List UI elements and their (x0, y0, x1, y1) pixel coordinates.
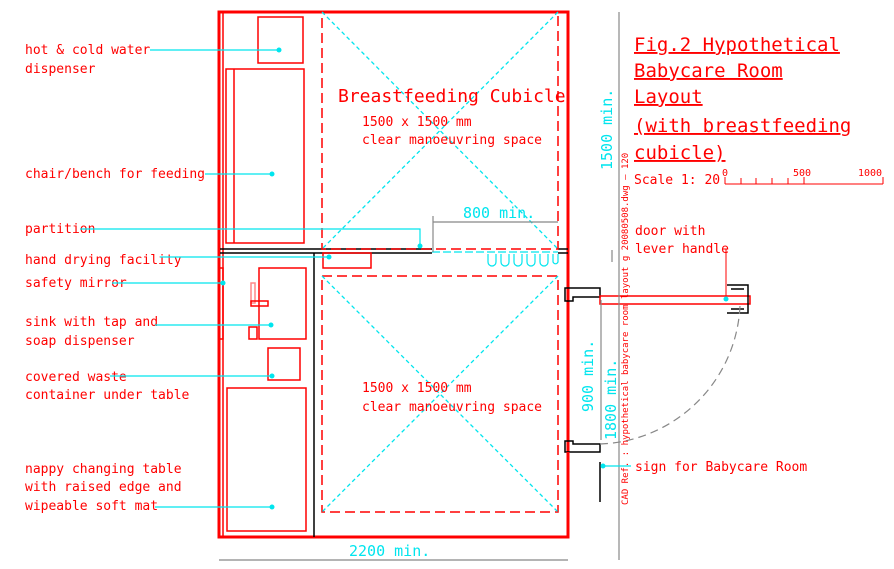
svg-text:sign for Babycare Room: sign for Babycare Room (635, 460, 807, 475)
svg-text:hot & cold water: hot & cold water (25, 43, 150, 58)
lower-clear-space (321, 275, 559, 513)
changing-table (226, 387, 307, 532)
upper-space-desc: clear manoeuvring space (362, 133, 542, 148)
svg-text:lever handle: lever handle (635, 242, 729, 257)
dim-2200: 2200 min. (349, 542, 430, 560)
svg-text:soap dispenser: soap dispenser (25, 334, 135, 349)
svg-text:wipeable soft mat: wipeable soft mat (25, 499, 158, 514)
svg-text:cubicle): cubicle) (634, 142, 726, 164)
waste-container (267, 347, 301, 381)
label-sink: sink with tap and soap dispenser (25, 315, 274, 349)
svg-text:container under table: container under table (25, 388, 190, 403)
hand-dryer (322, 252, 372, 269)
label-mirror: safety mirror (25, 276, 226, 291)
lever-handle-icon (727, 284, 749, 314)
lower-space-size: 1500 x 1500 mm (362, 381, 472, 396)
svg-text:Babycare Room: Babycare Room (634, 60, 783, 82)
safety-mirror (218, 267, 224, 340)
label-hand-drying: hand drying facility (25, 253, 332, 268)
scale-tick-1000: 1000 (858, 168, 882, 179)
svg-text:dispenser: dispenser (25, 62, 96, 77)
upper-clear-space (321, 11, 559, 250)
svg-text:partition: partition (25, 222, 95, 237)
dim-900: 900 min. (579, 340, 597, 412)
svg-text:nappy changing table: nappy changing table (25, 462, 182, 477)
svg-text:Layout: Layout (634, 86, 703, 108)
label-nappy-table: nappy changing table with raised edge an… (25, 462, 275, 514)
label-chair: chair/bench for feeding (25, 167, 275, 182)
sink (258, 267, 307, 340)
water-dispenser (257, 16, 304, 64)
dim-800: 800 min. (463, 204, 535, 222)
figure-title: Fig.2 Hypothetical Babycare Room Layout … (634, 34, 851, 164)
scale-label: Scale 1: 20 (634, 173, 720, 188)
svg-text:sink with tap and: sink with tap and (25, 315, 158, 330)
upper-space-size: 1500 x 1500 mm (362, 115, 472, 130)
door (564, 284, 751, 537)
svg-text:door with: door with (635, 224, 705, 239)
dim-1500: 1500 min. (598, 89, 616, 170)
label-water-dispenser: hot & cold water dispenser (25, 43, 282, 77)
feeding-bench (225, 68, 305, 244)
cad-reference: CAD Ref. : hypothetical babycare room la… (621, 153, 631, 505)
tap-icon (250, 282, 256, 304)
svg-text:safety mirror: safety mirror (25, 276, 127, 291)
label-sign: sign for Babycare Room (600, 460, 807, 475)
dim-1800: 1800 min. (602, 359, 620, 440)
label-door: door with lever handle (635, 224, 729, 302)
cubicle-title: Breastfeeding Cubicle (338, 86, 566, 107)
towel-loops (487, 254, 559, 267)
lower-space-desc: clear manoeuvring space (362, 400, 542, 415)
svg-text:chair/bench for feeding: chair/bench for feeding (25, 167, 205, 182)
svg-text:(with breastfeeding: (with breastfeeding (634, 115, 851, 137)
scale-tick-500: 500 (793, 168, 811, 179)
svg-text:with raised edge and: with raised edge and (25, 480, 182, 495)
tap-spout (250, 300, 269, 307)
scale-bar: 0 500 1000 (722, 168, 884, 185)
scale-tick-0: 0 (722, 168, 728, 179)
label-partition: partition (25, 222, 423, 249)
label-waste: covered waste container under table (25, 370, 275, 403)
svg-text:hand drying facility: hand drying facility (25, 253, 182, 268)
soap-dispenser (248, 326, 258, 340)
svg-text:Fig.2 Hypothetical: Fig.2 Hypothetical (634, 34, 840, 56)
svg-text:covered waste: covered waste (25, 370, 127, 385)
